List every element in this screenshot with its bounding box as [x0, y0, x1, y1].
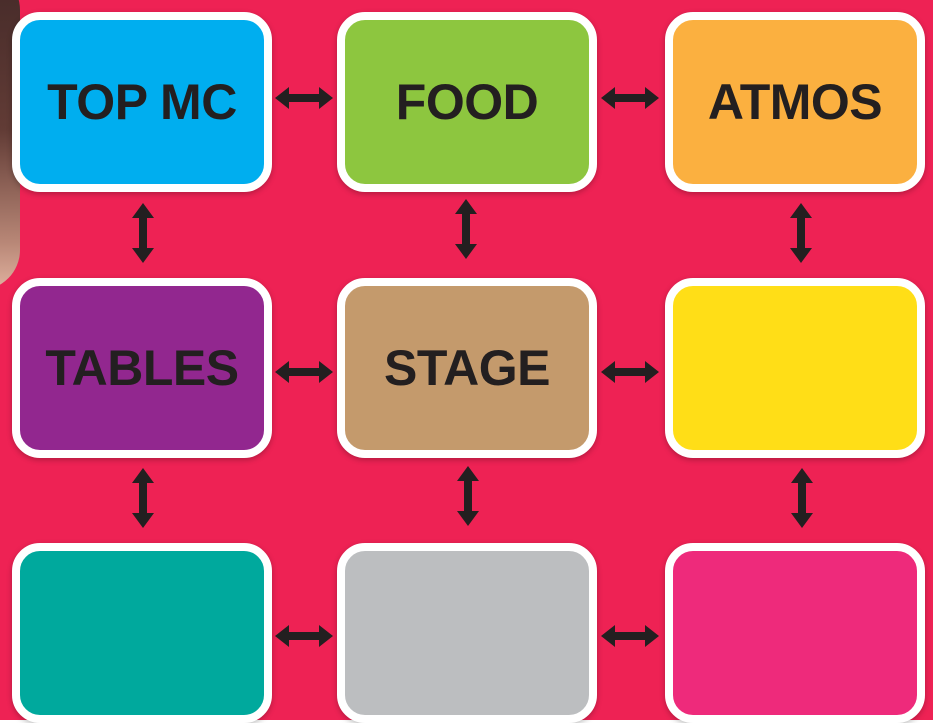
box-blank-pink [665, 543, 925, 723]
box-stage: STAGE [337, 278, 597, 458]
double-arrow-horizontal-icon [275, 624, 333, 648]
double-arrow-vertical-icon [790, 468, 814, 528]
double-arrow-vertical-icon [789, 203, 813, 263]
box-label-tables: TABLES [45, 340, 239, 396]
double-arrow-horizontal-icon [275, 360, 333, 384]
box-label-top-mc: TOP MC [47, 74, 237, 130]
box-label-stage: STAGE [383, 340, 551, 396]
double-arrow-horizontal-icon [601, 360, 659, 384]
box-blank-teal [12, 543, 272, 723]
box-label-atmos: ATMOS [707, 74, 883, 130]
double-arrow-horizontal-icon [275, 86, 333, 110]
box-label-food: FOOD [395, 74, 539, 130]
double-arrow-vertical-icon [456, 466, 480, 526]
double-arrow-horizontal-icon [601, 86, 659, 110]
box-food: FOOD [337, 12, 597, 192]
double-arrow-vertical-icon [131, 468, 155, 528]
double-arrow-vertical-icon [131, 203, 155, 263]
box-blank-yellow [665, 278, 925, 458]
box-top-mc: TOP MC [12, 12, 272, 192]
double-arrow-horizontal-icon [601, 624, 659, 648]
box-atmos: ATMOS [665, 12, 925, 192]
box-blank-gray [337, 543, 597, 723]
box-tables: TABLES [12, 278, 272, 458]
double-arrow-vertical-icon [454, 199, 478, 259]
